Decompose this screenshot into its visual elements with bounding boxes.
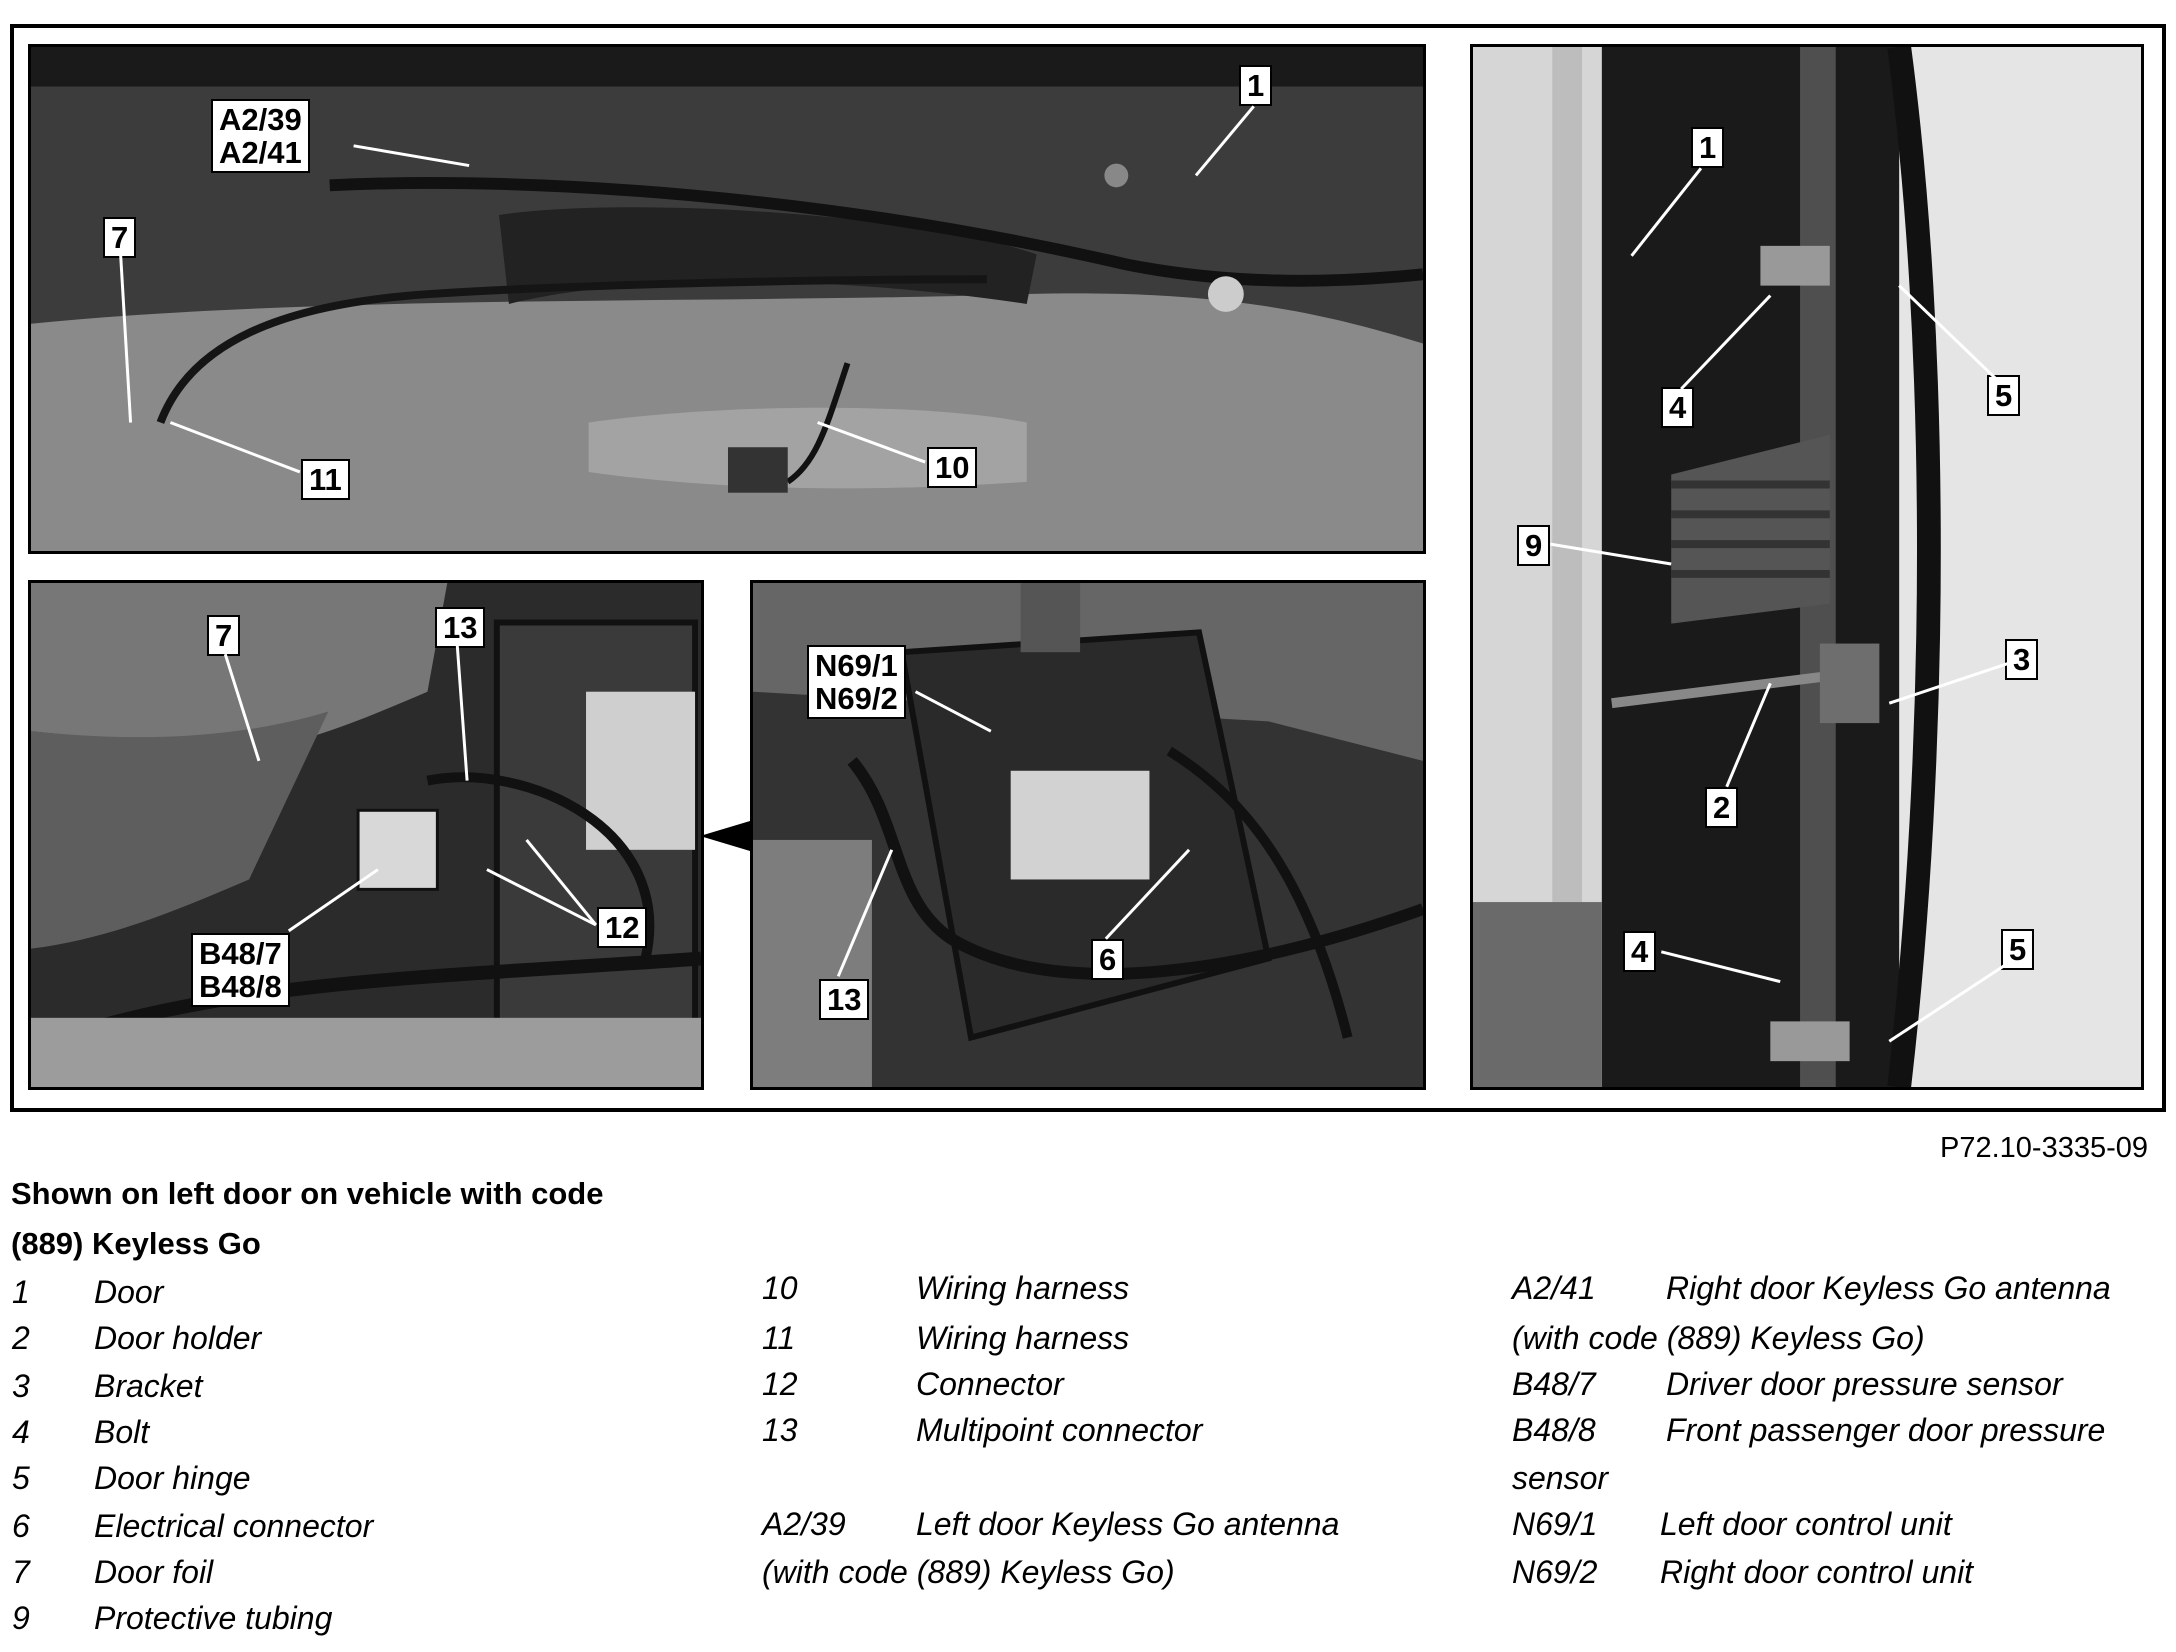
legend-item-a2-39-cont: (with code (889) Keyless Go) <box>762 1554 1175 1590</box>
callout-control-unit: N69/1 N69/2 <box>807 645 906 719</box>
callout-4-upper: 4 <box>1661 387 1695 428</box>
callout-10: 10 <box>927 447 978 488</box>
callout-2: 2 <box>1705 787 1739 828</box>
figure-code: P72.10-3335-09 <box>1940 1132 2148 1164</box>
callout-pressure-sensor: B48/7 B48/8 <box>191 933 290 1007</box>
callout-7: 7 <box>103 217 137 258</box>
photo-panel-bottom-left: 7 13 12 B48/7 B48/8 <box>28 580 704 1090</box>
callout-1: 1 <box>1239 65 1273 106</box>
legend-heading-line2: (889) Keyless Go <box>11 1226 261 1261</box>
callout-9: 9 <box>1517 525 1551 566</box>
legend-item-b48-8-cont: sensor <box>1512 1460 1609 1496</box>
callout-13-bottom-middle: 13 <box>819 979 870 1020</box>
callout-antenna: A2/39 A2/41 <box>211 99 310 173</box>
callout-7-bottom: 7 <box>207 615 241 656</box>
photo-panel-bottom-middle: N69/1 N69/2 13 6 <box>750 580 1426 1090</box>
photo-panel-top: A2/39 A2/41 1 7 11 10 <box>28 44 1426 554</box>
callout-3: 3 <box>2005 639 2039 680</box>
callout-11: 11 <box>301 459 350 500</box>
legend-heading-line1: Shown on left door on vehicle with code <box>11 1176 604 1211</box>
callout-12: 12 <box>597 907 648 948</box>
callout-13-bottom-left: 13 <box>435 607 486 648</box>
legend-item-a2-41-cont: (with code (889) Keyless Go) <box>1512 1320 1925 1356</box>
callout-6: 6 <box>1091 939 1125 980</box>
photo-panel-right: 1 4 5 9 3 2 4 5 <box>1470 44 2144 1090</box>
callout-5-upper: 5 <box>1987 375 2021 416</box>
callout-1-right: 1 <box>1691 127 1725 168</box>
callout-5-lower: 5 <box>2001 929 2035 970</box>
callout-4-lower: 4 <box>1623 931 1657 972</box>
